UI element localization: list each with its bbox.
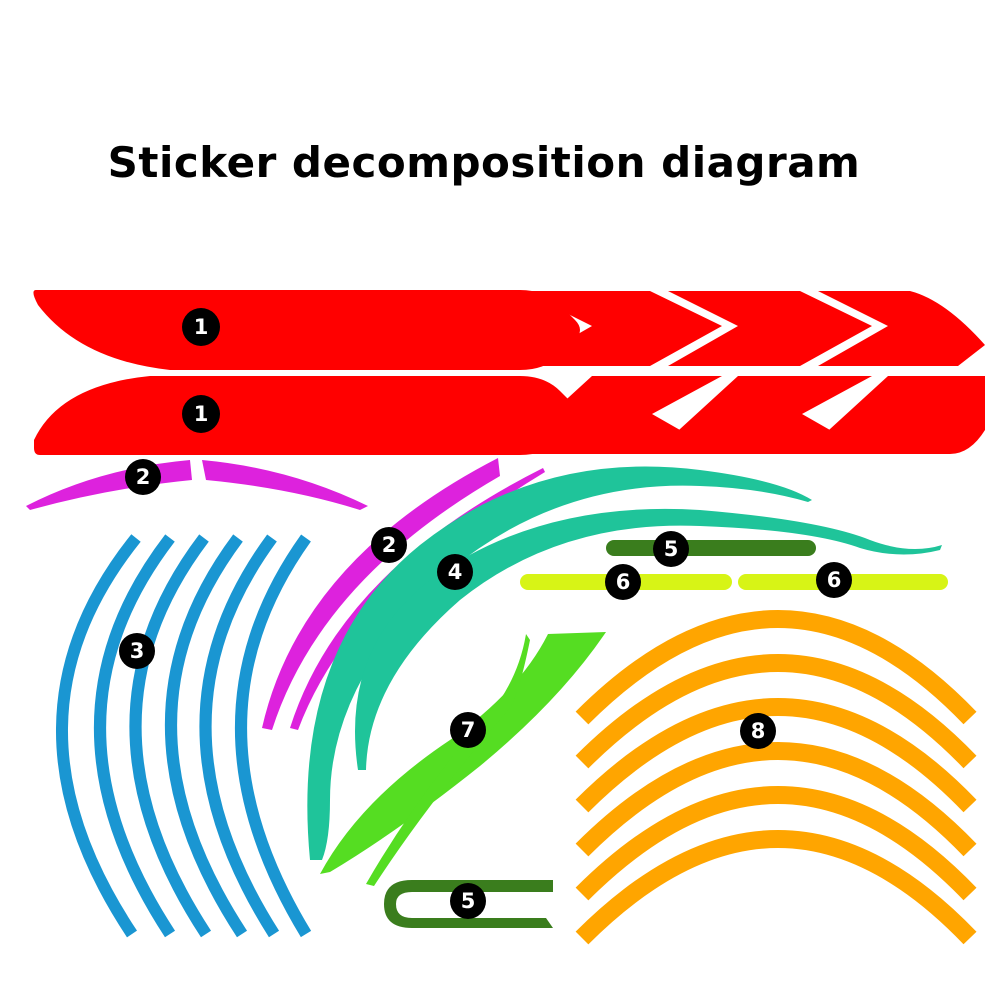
dark-green-bar	[606, 540, 816, 556]
blue-arc-5	[199, 534, 280, 938]
badge-1-top-label: 1	[194, 315, 209, 339]
blue-arc-4	[165, 534, 248, 938]
red-chevron-top-2	[668, 291, 872, 366]
badge-2-left: 2	[125, 459, 161, 495]
red-chevron-top-1	[522, 291, 722, 366]
badge-5-top: 5	[653, 531, 689, 567]
teal-curve-outer	[307, 466, 812, 860]
badge-5-bottom: 5	[450, 883, 486, 919]
badge-2-right: 2	[371, 527, 407, 563]
blue-arc-6	[235, 534, 312, 938]
part-1-red-stripes	[33, 290, 985, 455]
badge-6-right-label: 6	[827, 568, 842, 592]
orange-arc-1	[575, 610, 977, 725]
dark-green-hook	[384, 880, 553, 928]
part-3-blue-arcs	[56, 534, 312, 938]
badge-1-bottom: 1	[182, 395, 220, 433]
orange-arc-4	[575, 742, 977, 857]
badge-1-top: 1	[182, 308, 220, 346]
part-8-orange-arcs	[575, 610, 977, 945]
red-chevron-bottom-1	[522, 376, 722, 454]
blue-arc-2	[94, 534, 176, 938]
badge-7-label: 7	[461, 718, 476, 742]
orange-arc-6	[575, 830, 977, 945]
part-6-yellow-green	[520, 574, 948, 590]
red-chevron-bottom-2	[668, 376, 872, 454]
magenta-arc-right	[202, 460, 368, 510]
part-7-bright-green	[320, 632, 606, 886]
red-chevron-top-3	[818, 291, 985, 366]
badge-6-left-label: 6	[616, 570, 631, 594]
magenta-strip-outer	[262, 458, 500, 730]
badge-1-bottom-label: 1	[194, 402, 209, 426]
badge-8-label: 8	[751, 719, 766, 743]
badge-8: 8	[740, 713, 776, 749]
blue-arc-1	[56, 534, 141, 938]
diagram-title: Sticker decomposition diagram	[107, 138, 861, 187]
badge-6-right: 6	[816, 562, 852, 598]
green-strip	[366, 634, 530, 886]
badge-4: 4	[437, 554, 473, 590]
red-long-stripe-bottom	[34, 376, 580, 455]
badge-5-top-label: 5	[664, 537, 679, 561]
red-chevron-bottom-3	[818, 376, 985, 454]
badge-7: 7	[450, 712, 486, 748]
badge-2-left-label: 2	[136, 465, 151, 489]
part-number-badges: 1 1 2 2 3 4 5 5	[119, 308, 852, 919]
blue-arc-3	[129, 534, 212, 938]
badge-5-bottom-label: 5	[461, 889, 476, 913]
badge-4-label: 4	[448, 560, 463, 584]
orange-arc-5	[575, 786, 977, 901]
red-long-stripe-top	[33, 290, 580, 370]
orange-arc-2	[575, 654, 977, 769]
orange-arc-3	[575, 698, 977, 813]
part-4-teal-curves	[307, 466, 942, 860]
badge-6-left: 6	[605, 564, 641, 600]
badge-3: 3	[119, 633, 155, 669]
magenta-arc-left	[26, 460, 192, 510]
badge-2-right-label: 2	[382, 533, 397, 557]
badge-3-label: 3	[130, 639, 145, 663]
